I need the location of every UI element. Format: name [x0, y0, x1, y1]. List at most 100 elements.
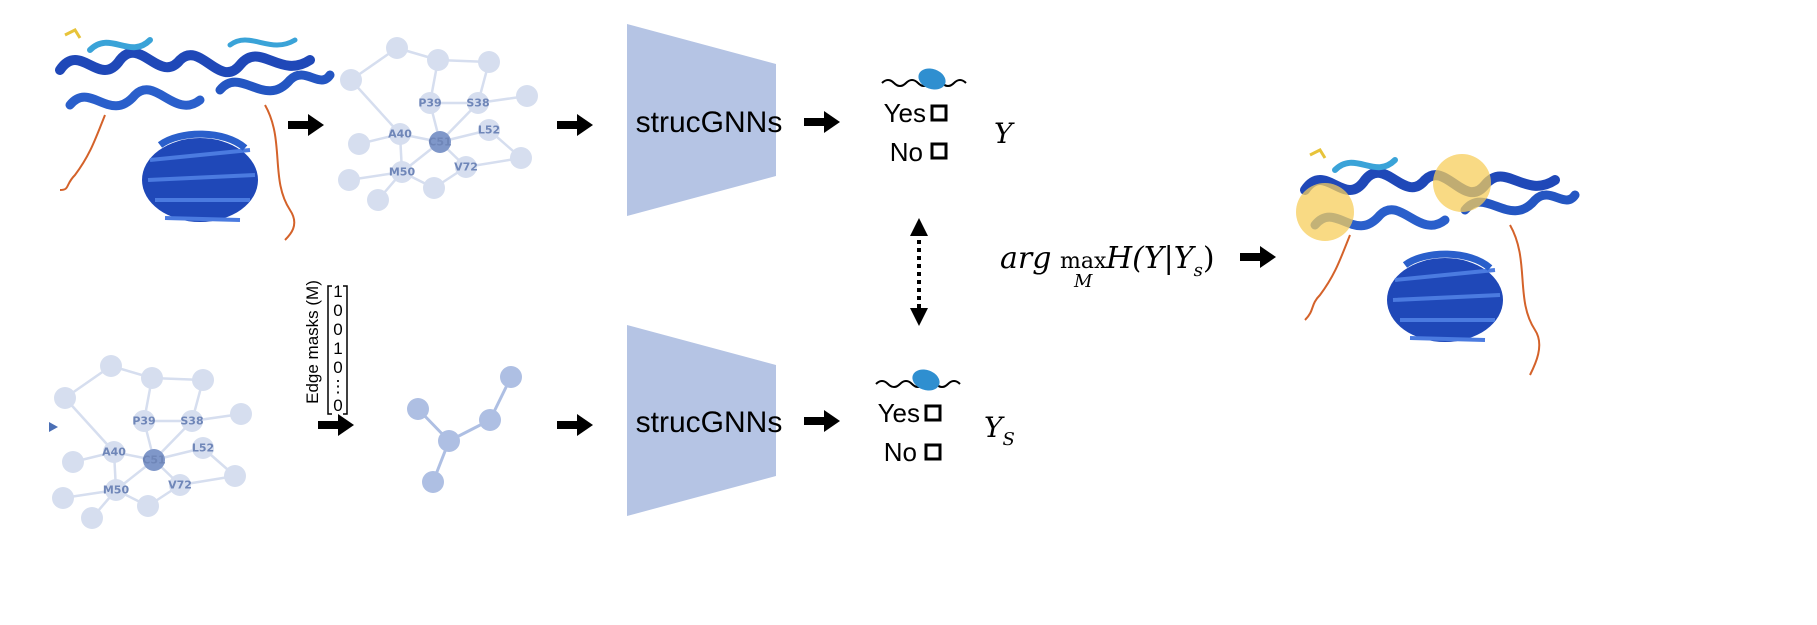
graph-node	[224, 465, 246, 487]
residue-label: P39	[418, 97, 441, 110]
graph-node	[230, 403, 252, 425]
center-residue-label: C51	[142, 454, 165, 467]
right-arrow-icon	[557, 114, 593, 136]
molecule-token-icon	[918, 68, 946, 90]
yes-label: Yes	[884, 98, 926, 128]
checkbox-icon	[924, 404, 942, 422]
mask-value: 0	[333, 301, 342, 320]
checkbox-icon	[924, 443, 942, 461]
center-residue-label: C51	[428, 136, 451, 149]
graph-node	[367, 189, 389, 211]
residue-label: A40	[388, 128, 412, 141]
small-triangle-icon	[49, 422, 58, 432]
molecule-token-icon	[912, 369, 940, 391]
protein-structure-icon	[55, 28, 335, 241]
graph-node	[510, 147, 532, 169]
graph-node	[192, 369, 214, 391]
graph-edge	[350, 79, 401, 135]
mask-value: 0	[333, 396, 342, 415]
graph-node	[338, 169, 360, 191]
graph-node	[105, 479, 127, 501]
model-bottom: strucGNNs	[627, 325, 782, 516]
output-symbol-top: Y	[994, 117, 1015, 150]
graph-node	[340, 69, 362, 91]
residue-label: L52	[478, 124, 500, 137]
graph-center-node	[143, 449, 165, 471]
graph-node	[455, 156, 477, 178]
highlight-region	[1433, 154, 1491, 212]
checkbox-icon	[930, 104, 948, 122]
residue-label: V72	[454, 161, 478, 174]
edge-mask-label: Edge masks (M)	[303, 280, 322, 404]
residue-label: S38	[466, 97, 489, 110]
graph-node	[478, 51, 500, 73]
mask-value: 1	[333, 339, 342, 358]
no-label: No	[890, 137, 923, 167]
sequence-line-icon	[875, 380, 961, 388]
residue-label: M50	[389, 166, 416, 179]
graph-node	[348, 133, 370, 155]
right-arrow-icon	[288, 114, 324, 136]
graph-node	[81, 507, 103, 529]
residue-label: A40	[102, 446, 126, 459]
graph-node	[100, 355, 122, 377]
no-label: No	[884, 437, 917, 467]
yes-label: Yes	[878, 398, 920, 428]
model-top: strucGNNs	[627, 24, 782, 216]
graph-node	[141, 367, 163, 389]
graph-node	[181, 410, 203, 432]
right-arrow-icon	[1240, 246, 1276, 268]
mask-value: 1	[333, 282, 342, 301]
graph-node	[133, 410, 155, 432]
graph-center-node	[429, 131, 451, 153]
graph-node	[54, 387, 76, 409]
residue-label: P39	[132, 415, 155, 428]
graph-node	[423, 177, 445, 199]
graph-node	[419, 92, 441, 114]
right-arrow-icon	[804, 111, 840, 133]
residue-label: L52	[192, 442, 214, 455]
highlight-region	[1296, 183, 1354, 241]
graph-node	[386, 37, 408, 59]
protein-structure-icon	[1296, 148, 1580, 376]
output-symbol-bottom: YS	[984, 411, 1015, 450]
graph-node	[52, 487, 74, 509]
objective-formula: arg max M H(Y|Ys)	[1000, 241, 1215, 292]
objective-under: M	[1073, 271, 1093, 292]
double-arrow-icon	[910, 218, 928, 326]
objective-fn: H(Y|Ys)	[1105, 241, 1215, 281]
graph-node	[467, 92, 489, 114]
objective-prefix: arg	[1000, 241, 1051, 276]
graph-node	[137, 495, 159, 517]
sequence-line-icon	[881, 79, 967, 87]
right-arrow-icon	[557, 414, 593, 436]
graph-node	[169, 474, 191, 496]
graph-node	[427, 49, 449, 71]
residue-label: M50	[103, 484, 130, 497]
graph-node	[391, 161, 413, 183]
graph-node	[516, 85, 538, 107]
model-top-label: strucGNNs	[636, 106, 783, 139]
graph-node	[478, 119, 500, 141]
graph-node	[103, 441, 125, 463]
checkbox-icon	[930, 142, 948, 160]
mask-value: 0	[333, 358, 342, 377]
graph-edge	[64, 397, 115, 453]
model-bottom-label: strucGNNs	[636, 406, 783, 439]
residue-label: S38	[180, 415, 203, 428]
output-top: Yes No Y	[881, 68, 1015, 167]
output-bottom: Yes No YS	[875, 369, 1015, 467]
graph-node	[389, 123, 411, 145]
mask-value: 0	[333, 320, 342, 339]
mask-value: ⋮	[330, 377, 347, 396]
graph-node	[192, 437, 214, 459]
explanation-subgraph	[407, 366, 522, 493]
graph-node	[62, 451, 84, 473]
right-arrow-icon	[804, 410, 840, 432]
objective-operator: max	[1060, 249, 1107, 274]
right-arrow-icon	[318, 414, 354, 436]
